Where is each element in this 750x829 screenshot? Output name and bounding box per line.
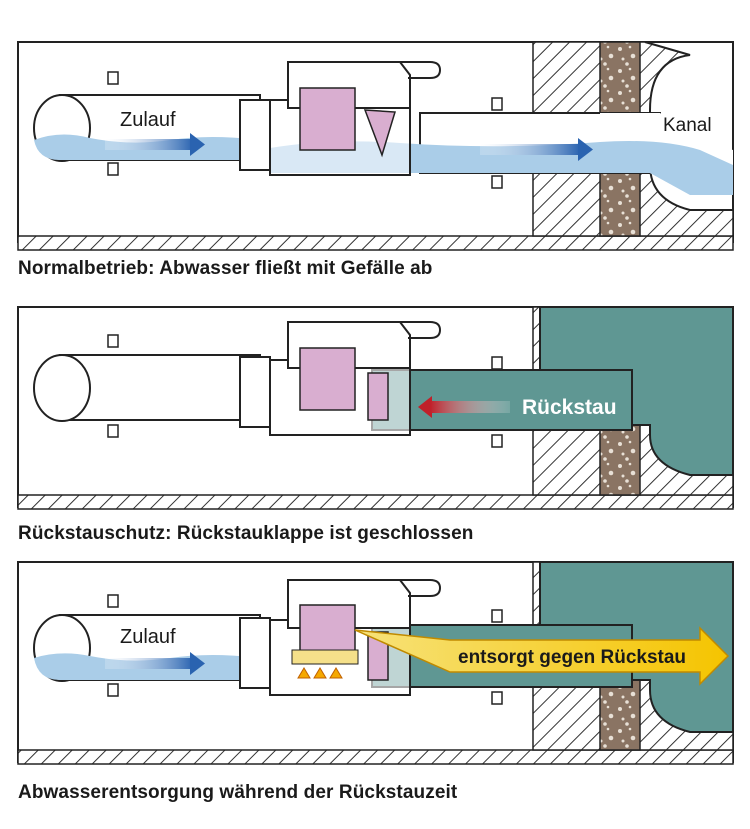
pipe-coupling [239,99,271,171]
panel-normal-operation: Zulauf Kanal Normalbetrieb: Abwasser fli… [0,0,750,285]
flow-arrow-inlet [105,133,205,156]
diagram-normal-operation: Zulauf Kanal [17,41,734,251]
caption-normal-operation: Normalbetrieb: Abwasser fließt mit Gefäl… [18,258,433,279]
caption-backflow-protection: Rückstauschutz: Rückstauklappe ist gesch… [18,523,474,544]
backflow-flap-open [363,109,396,158]
backflow-flap-closed [367,372,389,421]
pump-arrows [297,667,343,679]
pump-water-level [291,649,359,665]
label-inlet: Zulauf [120,626,176,648]
valve-flap-chamber [299,87,356,151]
backflow-arrow [418,396,510,418]
pipe-coupling [239,617,271,689]
valve-flap-chamber [299,347,356,411]
panel-discharge-during-backflow: Zulauf entsorgt gegen Rückstau Abwassere… [0,550,750,829]
sewer-backflow-water [539,306,734,476]
diagram-backflow-protection: Rückstau [17,306,734,510]
inlet-pipe [59,354,261,421]
floor-hatch [17,494,734,510]
panel-backflow-protection: Rückstau Rückstauschutz: Rückstauklappe … [0,285,750,550]
flow-arrow-inlet [105,652,205,675]
pipe-coupling [239,356,271,428]
discharge-arrow [354,626,730,686]
outlet-pipe-backflow [371,369,633,431]
valve-handle [400,61,442,79]
backflow-flap-closed [367,631,389,681]
label-discharge: entsorgt gegen Rückstau [458,647,686,668]
label-inlet: Zulauf [120,109,176,131]
inlet-pipe-opening [33,354,91,422]
floor-hatch [17,749,734,765]
caption-discharge-during-backflow: Abwasserentsorgung während der Rückstauz… [18,782,458,803]
label-sewer: Kanal [663,115,712,136]
flow-arrow-outlet [480,138,593,161]
diagram-discharge-during-backflow: Zulauf entsorgt gegen Rückstau [17,561,734,765]
valve-handle [400,321,442,339]
label-backflow: Rückstau [522,396,617,419]
floor-hatch [17,235,734,251]
valve-handle [400,579,442,597]
